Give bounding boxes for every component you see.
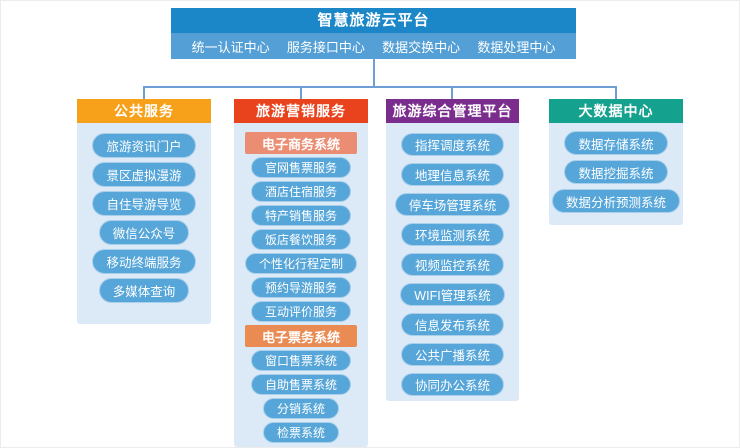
- connector-drop-4: [615, 87, 617, 99]
- connector-drop-1: [143, 87, 145, 99]
- system-pill: WIFI管理系统: [400, 283, 505, 306]
- system-pill: 饭店餐饮服务: [250, 229, 351, 250]
- column-management-platform-header: 旅游综合管理平台: [386, 99, 519, 123]
- connector-stem: [373, 58, 375, 87]
- system-pill: 公共广播系统: [400, 343, 504, 366]
- system-pill: 多媒体查询: [98, 278, 190, 303]
- center-label-data-processing: 数据处理中心: [477, 39, 556, 55]
- system-pill: 个性化行程定制: [244, 253, 357, 274]
- system-pill: 酒店住宿服务: [250, 181, 351, 202]
- column-management-platform: 旅游综合管理平台 指挥调度系统 地理信息系统 停车场管理系统 环境监测系统 视频…: [386, 99, 519, 401]
- system-pill: 环境监测系统: [400, 223, 504, 246]
- platform-centers-row: 统一认证中心 服务接口中心 数据交换中心 数据处理中心: [171, 33, 576, 59]
- system-pill: 自住导游导览: [92, 191, 196, 216]
- system-pill: 数据分析预测系统: [551, 189, 680, 213]
- column-public-services: 公共服务 旅游资讯门户 景区虚拟漫游 自住导游导览 微信公众号 移动终端服务 多…: [77, 99, 211, 324]
- system-pill: 协同办公系统: [400, 373, 504, 396]
- system-pill: 微信公众号: [98, 220, 190, 245]
- center-label-auth: 统一认证中心: [191, 39, 270, 55]
- system-pill: 官网售票服务: [250, 157, 351, 178]
- connector-drop-3: [451, 87, 453, 99]
- system-pill: 景区虚拟漫游: [92, 162, 196, 187]
- column-big-data-center: 大数据中心 数据存储系统 数据挖掘系统 数据分析预测系统: [549, 99, 683, 225]
- column-public-services-header: 公共服务: [77, 99, 211, 123]
- connector-drop-2: [300, 87, 302, 99]
- platform-header: 智慧旅游云平台 统一认证中心 服务接口中心 数据交换中心 数据处理中心: [171, 8, 576, 59]
- system-pill: 移动终端服务: [92, 249, 196, 274]
- system-pill: 窗口售票系统: [250, 350, 351, 371]
- column-management-platform-body: 指挥调度系统 地理信息系统 停车场管理系统 环境监测系统 视频监控系统 WIFI…: [386, 123, 519, 401]
- platform-title: 智慧旅游云平台: [171, 8, 576, 33]
- system-pill: 地理信息系统: [400, 163, 504, 186]
- center-label-data-exchange: 数据交换中心: [382, 39, 461, 55]
- system-pill: 信息发布系统: [400, 313, 504, 336]
- system-pill: 指挥调度系统: [400, 133, 504, 156]
- column-big-data-center-header: 大数据中心: [549, 99, 683, 123]
- system-pill: 自助售票系统: [250, 374, 351, 395]
- group-header-eticketing: 电子票务系统: [245, 325, 357, 347]
- group-header-ecommerce: 电子商务系统: [245, 132, 357, 154]
- column-marketing-services-body: 电子商务系统 官网售票服务 酒店住宿服务 特产销售服务 饭店餐饮服务 个性化行程…: [234, 123, 368, 447]
- system-pill: 数据挖掘系统: [564, 160, 668, 184]
- column-big-data-center-body: 数据存储系统 数据挖掘系统 数据分析预测系统: [549, 123, 683, 225]
- connector-horizontal: [143, 86, 617, 88]
- system-pill: 数据存储系统: [564, 131, 668, 155]
- column-marketing-services-header: 旅游营销服务: [234, 99, 368, 123]
- column-marketing-services: 旅游营销服务 电子商务系统 官网售票服务 酒店住宿服务 特产销售服务 饭店餐饮服…: [234, 99, 368, 447]
- system-pill: 视频监控系统: [400, 253, 504, 276]
- center-label-service-api: 服务接口中心: [286, 39, 365, 55]
- system-pill: 检票系统: [262, 422, 339, 443]
- system-pill: 旅游资讯门户: [92, 133, 196, 158]
- system-pill: 停车场管理系统: [394, 193, 511, 216]
- system-pill: 特产销售服务: [250, 205, 351, 226]
- column-public-services-body: 旅游资讯门户 景区虚拟漫游 自住导游导览 微信公众号 移动终端服务 多媒体查询: [77, 123, 211, 324]
- system-pill: 互动评价服务: [250, 301, 351, 322]
- system-pill: 分销系统: [262, 398, 339, 419]
- system-pill: 预约导游服务: [250, 277, 351, 298]
